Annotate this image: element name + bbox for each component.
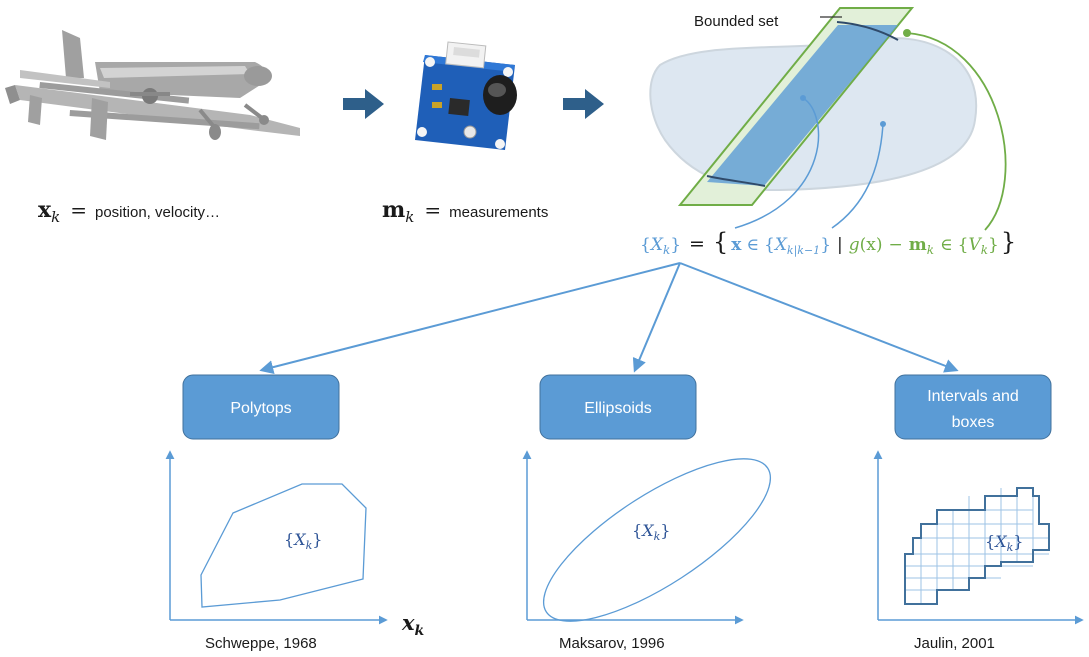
method-label-polytops: Polytops bbox=[230, 400, 291, 417]
method-label-intervals-line1: Intervals and bbox=[927, 388, 1019, 405]
leader-lines bbox=[734, 29, 1007, 231]
flow-arrow-2 bbox=[563, 89, 604, 119]
eq-brace-close: } bbox=[1001, 228, 1016, 256]
eq-lhs-open: { bbox=[640, 235, 651, 255]
box-set-label: {Xk} bbox=[985, 532, 1023, 554]
eq-in-1: ∈ bbox=[746, 235, 759, 255]
eq-v-sub: k bbox=[981, 243, 988, 257]
eq-v-open: { bbox=[958, 235, 969, 255]
method-label-intervals-line2: boxes bbox=[952, 414, 995, 431]
intersection-region bbox=[706, 21, 899, 187]
eq-g-arg: (x) bbox=[860, 235, 883, 255]
eq-prior-var: X bbox=[773, 235, 788, 255]
state-eq: = bbox=[70, 198, 87, 222]
state-sub: k bbox=[51, 208, 60, 226]
eq-lhs-var: X bbox=[649, 235, 664, 255]
arrow-to-ellipsoids bbox=[632, 262, 681, 373]
eq-m: m bbox=[909, 235, 927, 255]
eq-minus: − bbox=[889, 235, 903, 255]
box-outline bbox=[904, 487, 1050, 605]
ellipsoid-plot: {Xk} Maksarov, 1996 bbox=[522, 450, 772, 652]
polytope-shape bbox=[200, 483, 367, 608]
eq-in-2: ∈ bbox=[940, 235, 953, 255]
eq-bar: | bbox=[837, 235, 843, 255]
arrow-to-intervals bbox=[679, 262, 959, 373]
ellipsoid-set-label: {Xk} bbox=[632, 521, 670, 543]
citation-jaulin: Jaulin, 2001 bbox=[914, 635, 995, 652]
set-equation: {Xk}={x∈{Xk|k−1}|g(x)−mk∈{Vk}} bbox=[640, 228, 1016, 258]
eq-v-close: } bbox=[988, 235, 999, 255]
branch-arrows bbox=[259, 262, 959, 375]
method-label-ellipsoids: Ellipsoids bbox=[584, 400, 652, 417]
state-caption: xk = position, velocity… bbox=[38, 197, 220, 226]
polytope-set-label: {Xk} bbox=[284, 530, 322, 552]
measure-caption: mk = measurements bbox=[382, 197, 548, 226]
eq-brace-open: { bbox=[713, 228, 728, 256]
bounded-set-label: Bounded set bbox=[694, 13, 779, 30]
state-label: position, velocity… bbox=[95, 204, 220, 221]
sensor-board-icon bbox=[415, 41, 517, 150]
eq-lhs-close: } bbox=[670, 235, 681, 255]
eq-prior-sub: k|k−1 bbox=[787, 244, 820, 258]
eq-equals: = bbox=[689, 233, 705, 255]
eq-g: g bbox=[849, 235, 860, 255]
citation-maksarov: Maksarov, 1996 bbox=[559, 635, 665, 652]
eq-v-var: V bbox=[968, 235, 982, 255]
aircraft-icon bbox=[5, 30, 300, 140]
measure-label: measurements bbox=[449, 204, 548, 221]
eq-prior-open: { bbox=[764, 235, 775, 255]
eq-prior-close: } bbox=[820, 235, 831, 255]
method-box-intervals[interactable]: Intervals and boxes bbox=[894, 374, 1052, 440]
polytope-plot: {Xk} Schweppe, 1968 xk bbox=[165, 450, 425, 652]
eq-m-sub: k bbox=[927, 243, 934, 257]
eq-x: x bbox=[731, 235, 742, 255]
measure-eq: = bbox=[424, 198, 441, 222]
arrow-to-polytops bbox=[259, 262, 681, 375]
flow-arrow-1 bbox=[343, 89, 384, 119]
method-box-polytops[interactable]: Polytops bbox=[182, 374, 340, 440]
box-grid bbox=[905, 488, 1049, 604]
method-box-ellipsoids[interactable]: Ellipsoids bbox=[539, 374, 697, 440]
state-var: x bbox=[38, 197, 52, 223]
eq-lhs-sub: k bbox=[663, 243, 670, 257]
ellipsoid-shape bbox=[542, 458, 772, 622]
axis-label-xk: xk bbox=[401, 610, 425, 639]
measure-sub: k bbox=[405, 208, 414, 226]
citation-schweppe: Schweppe, 1968 bbox=[205, 635, 317, 652]
interval-plot: {Xk} Jaulin, 2001 bbox=[873, 450, 1084, 652]
measure-var: m bbox=[382, 197, 405, 223]
